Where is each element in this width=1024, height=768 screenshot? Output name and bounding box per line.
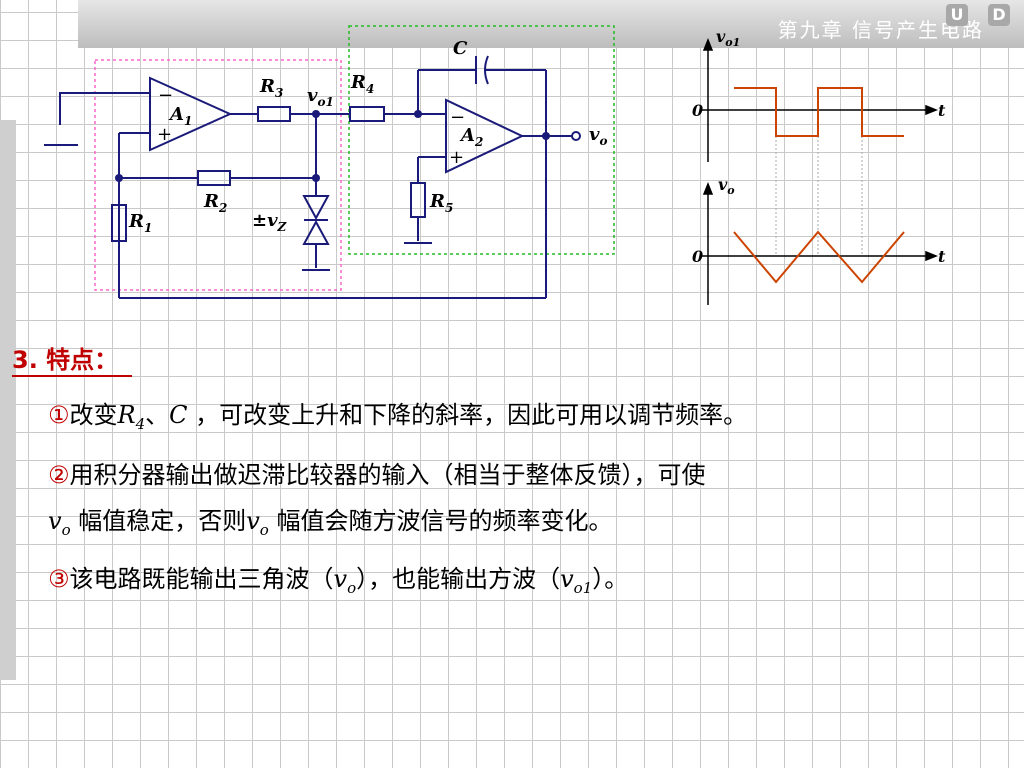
resistor-r3 bbox=[257, 106, 291, 122]
point-2: ②用积分器输出做迟滞比较器的输入（相当于整体反馈），可使 vo 幅值稳定，否则v… bbox=[48, 461, 706, 539]
circuit-diagram: − + − + A1 A2 R3 R4 R2 R1 R5 C vo1 vo ±v… bbox=[44, 25, 946, 305]
waveform-top-ylabel: vo1 bbox=[716, 27, 740, 49]
waveform-top-zero: 0 bbox=[692, 101, 703, 120]
section-title: 3. 特点： bbox=[12, 340, 133, 377]
nav-up-button[interactable]: U bbox=[946, 4, 968, 26]
integrator-box bbox=[348, 25, 615, 255]
title-bar bbox=[78, 0, 1024, 48]
label-a2: A2 bbox=[459, 125, 483, 149]
label-r5: R5 bbox=[429, 191, 453, 215]
waveform-top-t: t bbox=[938, 101, 946, 120]
label-vo: vo bbox=[589, 124, 607, 148]
zener-upper bbox=[302, 195, 330, 221]
left-edge-bar bbox=[0, 120, 16, 680]
zener-lower bbox=[302, 219, 330, 245]
label-vz: ±vZ bbox=[252, 210, 288, 234]
point-1: ①改变R4、C ，可改变上升和下降的斜率，因此可用以调节频率。 bbox=[48, 401, 748, 433]
a1-plus-sign: + bbox=[157, 124, 172, 145]
nav-down-button[interactable]: D bbox=[988, 4, 1010, 26]
capacitor-c bbox=[484, 55, 489, 85]
a2-minus-sign: − bbox=[450, 107, 465, 128]
a1-minus-sign: − bbox=[158, 85, 173, 106]
waveform-bottom-zero: 0 bbox=[692, 247, 703, 266]
square-wave bbox=[734, 87, 904, 137]
label-r3: R3 bbox=[259, 76, 283, 100]
resistor-r2 bbox=[197, 170, 231, 186]
triangle-wave bbox=[733, 230, 905, 284]
resistor-r4 bbox=[349, 106, 385, 122]
opamp-a2 bbox=[445, 98, 525, 174]
waveform-bottom-ylabel: vo bbox=[718, 175, 735, 197]
point-3: ③该电路既能输出三角波（vo），也能输出方波（vo1）。 bbox=[48, 565, 629, 597]
a2-plus-sign: + bbox=[449, 147, 464, 168]
label-vo1: vo1 bbox=[307, 85, 334, 109]
waveform-axes bbox=[700, 37, 939, 305]
opamp-a1 bbox=[149, 76, 233, 152]
label-c: C bbox=[453, 38, 468, 59]
label-r2: R2 bbox=[203, 191, 227, 215]
comparator-box bbox=[94, 59, 342, 291]
resistor-r5 bbox=[410, 182, 426, 218]
label-a1: A1 bbox=[168, 104, 192, 128]
label-r4: R4 bbox=[350, 72, 374, 96]
label-r1: R1 bbox=[128, 211, 152, 235]
output-terminal bbox=[571, 131, 581, 141]
resistor-r1 bbox=[111, 204, 127, 242]
waveform-bottom-t: t bbox=[938, 247, 946, 266]
